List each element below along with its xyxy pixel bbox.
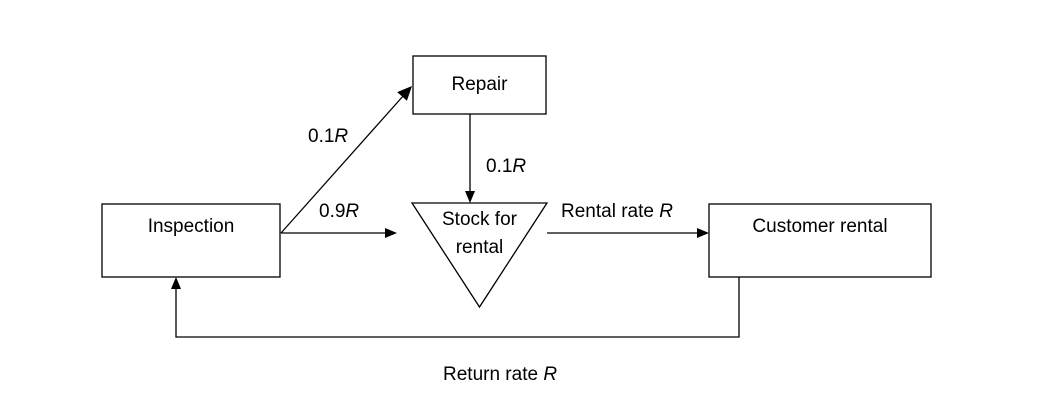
- arrowhead-icon: [171, 277, 181, 289]
- stock-triangle: [410, 202, 549, 309]
- repair-label: Repair: [452, 74, 509, 95]
- inspection-label: Inspection: [148, 216, 235, 237]
- edge-label-inspection-to-repair: 0.1R: [308, 126, 348, 147]
- repair-box: [412, 55, 547, 115]
- stock-label-line1: Stock for: [442, 209, 518, 230]
- edge-inspection-to-repair: 0.1R: [280, 86, 412, 234]
- edge-label-inspection-to-stock: 0.9R: [319, 201, 359, 222]
- inspection-node: Inspection: [101, 203, 281, 278]
- customer-node: Customer rental: [708, 203, 932, 278]
- edge-line: [280, 94, 405, 234]
- arrowhead-icon: [397, 86, 412, 101]
- repair-node: Repair: [412, 55, 547, 115]
- arrowhead-icon: [465, 191, 475, 203]
- customer-label: Customer rental: [752, 216, 887, 237]
- edge-repair-to-stock: 0.1R: [465, 114, 526, 203]
- edge-label-repair-to-stock: 0.1R: [486, 156, 526, 177]
- arrowhead-icon: [697, 228, 709, 238]
- stock-label-line2: rental: [456, 237, 504, 258]
- edge-label-stock-to-customer: Rental rate R: [561, 201, 673, 222]
- edge-customer-to-inspection: Return rate R: [171, 277, 740, 385]
- customer-box: [708, 203, 932, 278]
- inspection-box: [101, 203, 281, 278]
- edge-label-customer-to-inspection: Return rate R: [443, 364, 557, 385]
- stock-node: Stock for rental: [410, 202, 549, 309]
- edge-inspection-to-stock: 0.9R: [281, 201, 397, 238]
- edge-stock-to-customer: Rental rate R: [547, 201, 709, 238]
- arrowhead-icon: [385, 228, 397, 238]
- edge-line: [175, 277, 740, 338]
